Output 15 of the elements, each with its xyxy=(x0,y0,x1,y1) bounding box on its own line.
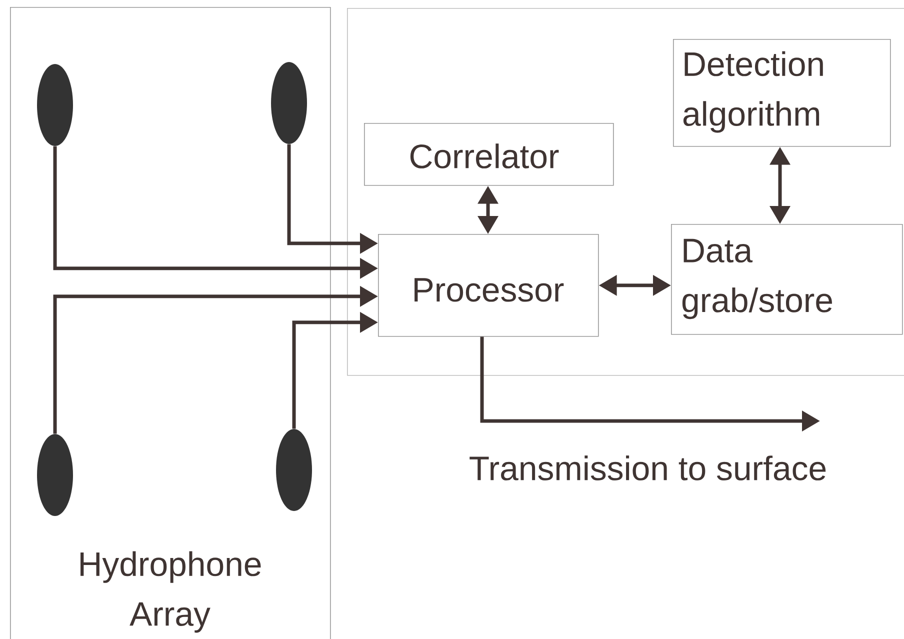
box-label: Data grab/store xyxy=(682,238,832,320)
box-label: Detection algorithm xyxy=(683,51,823,133)
panel-label: Hydrophone Array xyxy=(80,551,261,633)
panel xyxy=(347,8,904,376)
hydrophone xyxy=(37,64,73,146)
edge-label: Transmission to surface xyxy=(470,456,826,480)
process-box xyxy=(364,123,614,186)
box-label: Processor xyxy=(414,278,564,302)
hydrophone xyxy=(271,62,307,144)
process-box xyxy=(378,234,599,337)
hydrophone xyxy=(276,429,312,511)
box-label: Correlator xyxy=(410,144,559,168)
process-box xyxy=(673,39,891,147)
process-box xyxy=(671,224,903,335)
hydrophone xyxy=(37,434,73,516)
